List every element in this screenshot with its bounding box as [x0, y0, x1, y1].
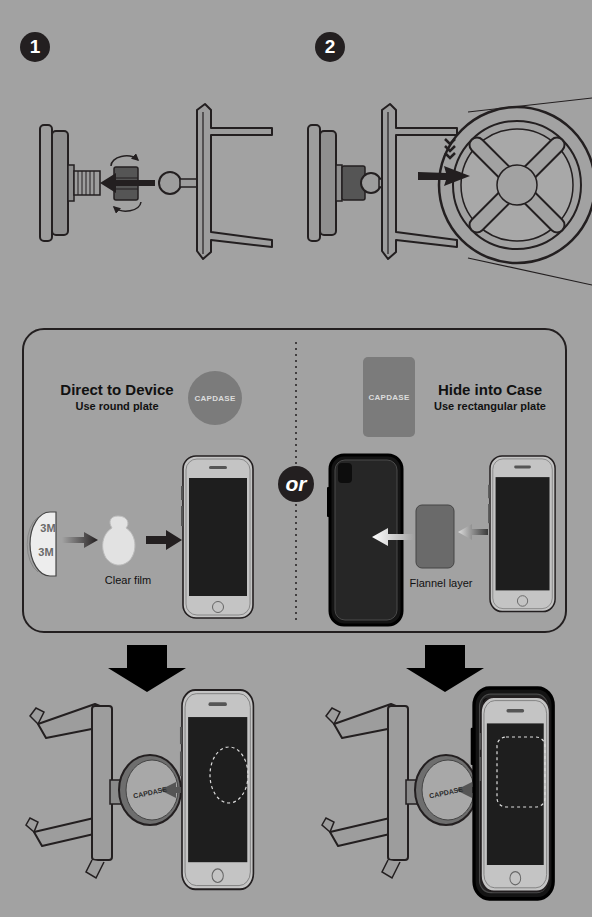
- vent-spokes: [477, 145, 557, 225]
- step-number: 1: [20, 32, 50, 62]
- mount-head: [40, 125, 74, 241]
- round-plate-text: CAPDASE: [188, 371, 242, 425]
- options-panel: Direct to DeviceUse round plateHide into…: [22, 328, 567, 633]
- or-badge-circle: [278, 466, 314, 502]
- phone: [488, 456, 555, 612]
- insert-arrow: [418, 166, 470, 186]
- insert-arrow: [372, 528, 414, 546]
- down-chevrons: [445, 139, 455, 158]
- apply-arrow: [146, 530, 182, 550]
- step-number: 2: [315, 32, 345, 62]
- thread-stem: [74, 171, 100, 195]
- step-number-circle: [20, 32, 50, 62]
- rotate-arrow: [114, 202, 141, 211]
- rectangular-plate-text: CAPDASE: [363, 357, 415, 437]
- vent-ring: [461, 129, 573, 241]
- mount-head: [308, 125, 342, 241]
- round-plate: CAPDASE: [188, 371, 242, 425]
- or-badge-text: or: [278, 466, 314, 502]
- down-arrow: [406, 645, 484, 692]
- down-arrow: [108, 645, 186, 692]
- phone: [180, 690, 253, 889]
- ball-joint: [159, 172, 181, 194]
- sticker-mark: 3M: [0, 522, 108, 535]
- ball-joint: [361, 173, 381, 193]
- phone-case: [471, 688, 554, 899]
- assembled-mount: [26, 704, 200, 878]
- phone: [181, 456, 253, 618]
- vent-clip: [197, 104, 272, 259]
- step-number-text: 2: [315, 32, 345, 62]
- step-number-text: 1: [20, 32, 50, 62]
- assembled-mount: [322, 704, 496, 878]
- round-plate-circle: [188, 371, 242, 425]
- phone: [479, 697, 550, 891]
- threads: [78, 171, 94, 195]
- ball-stem: [180, 179, 197, 187]
- sticker-mark: 3M: [0, 546, 106, 559]
- plate-outline: [210, 747, 248, 803]
- rectangular-plate: [416, 505, 454, 568]
- clear-film: [103, 516, 135, 565]
- plate-outline: [497, 737, 545, 807]
- or-badge: or: [278, 466, 314, 502]
- apply-arrow: [62, 532, 98, 548]
- rectangular-plate: CAPDASE: [363, 357, 415, 437]
- vent-ring: [453, 121, 581, 249]
- vent-spokes: [477, 145, 557, 225]
- part-label: Flannel layer: [381, 577, 501, 590]
- vent-wheel: [439, 107, 592, 263]
- step-number-circle: [315, 32, 345, 62]
- rotate-arrow: [111, 156, 138, 166]
- sticker-liner: [27, 517, 38, 572]
- part-label: Clear film: [68, 574, 188, 587]
- screw-arrow: [100, 173, 155, 193]
- insert-arrow: [458, 524, 488, 540]
- vent-hub: [497, 165, 537, 205]
